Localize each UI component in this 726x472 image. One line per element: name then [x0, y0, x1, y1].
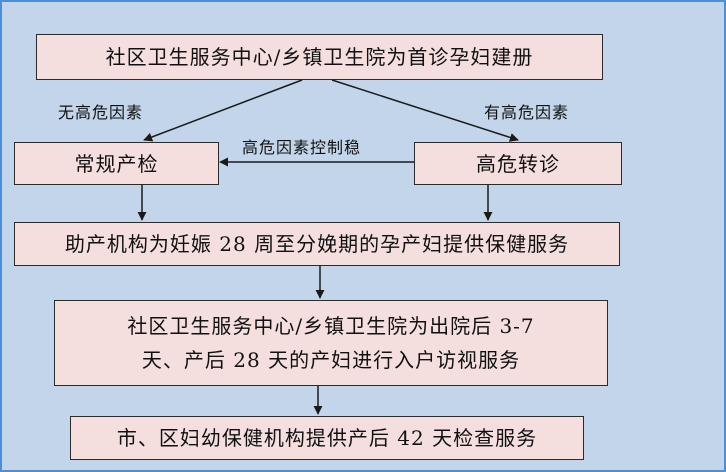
box-postpartum-checkup: 市、区妇幼保健机构提供产后 42 天检查服务 — [70, 416, 584, 460]
box-home-visit-line1: 社区卫生服务中心/乡镇卫生院为出院后 3-7 — [127, 314, 535, 338]
box-routine-checkup-text: 常规产检 — [74, 151, 159, 176]
box-high-risk-referral: 高危转诊 — [414, 142, 622, 185]
box-first-visit-registration-text: 社区卫生服务中心/乡镇卫生院为首诊孕妇建册 — [105, 45, 534, 69]
box-high-risk-referral-text: 高危转诊 — [476, 151, 560, 176]
label-risk-controlled: 高危因素控制稳 — [242, 138, 362, 157]
box-midwifery-service: 助产机构为妊娠 28 周至分娩期的孕产妇提供保健服务 — [14, 222, 620, 266]
box-home-visit-line2: 天、产后 28 天的产妇进行入户访视服务 — [141, 348, 521, 372]
box-first-visit-registration: 社区卫生服务中心/乡镇卫生院为首诊孕妇建册 — [36, 34, 603, 80]
arrow-top-to-highrisk — [331, 79, 519, 142]
label-no-risk-factors: 无高危因素 — [58, 103, 144, 122]
arrow-top-to-routine — [143, 79, 303, 142]
box-postpartum-checkup-text: 市、区妇幼保健机构提供产后 42 天检查服务 — [116, 426, 538, 450]
label-has-risk-factors: 有高危因素 — [484, 103, 570, 122]
box-home-visit-service: 社区卫生服务中心/乡镇卫生院为出院后 3-7 天、产后 28 天的产妇进行入户访… — [54, 300, 608, 386]
box-routine-checkup: 常规产检 — [14, 142, 219, 185]
box-midwifery-service-text: 助产机构为妊娠 28 周至分娩期的孕产妇提供保健服务 — [64, 232, 570, 256]
